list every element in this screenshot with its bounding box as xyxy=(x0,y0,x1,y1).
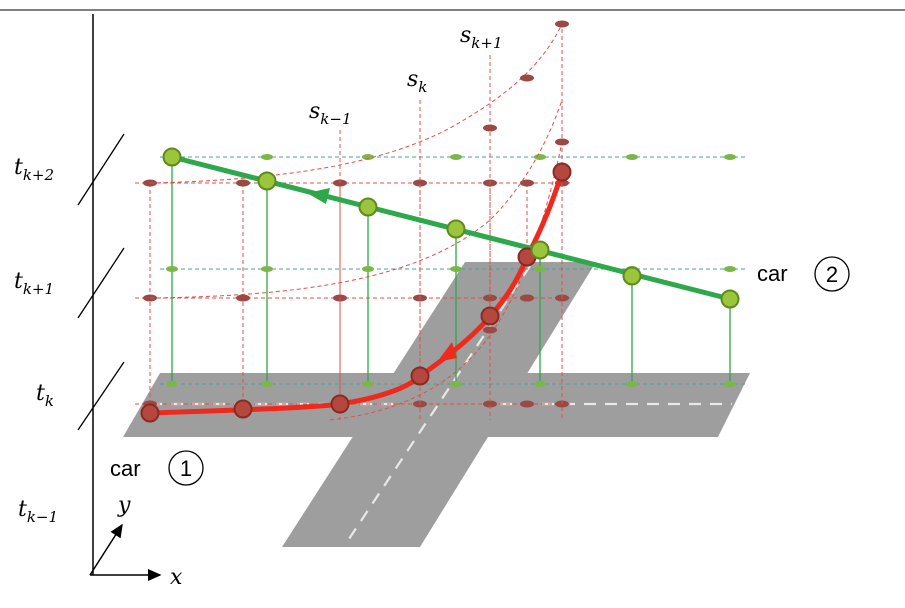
car2-node xyxy=(257,171,277,191)
car2-node xyxy=(162,147,182,167)
car2-node xyxy=(622,266,642,286)
green-grid-marker xyxy=(724,381,736,387)
car2-number: 2 xyxy=(826,262,838,287)
car2-node xyxy=(446,219,466,239)
green-grid-marker xyxy=(362,154,374,160)
time-label-k-plus-2: tk+2 xyxy=(14,155,54,184)
green-grid-marker xyxy=(724,154,736,160)
red-grid-marker xyxy=(520,179,534,187)
s-label-k: sk xyxy=(407,67,427,96)
car1-node xyxy=(233,399,253,419)
red-grid-marker xyxy=(483,326,497,334)
car1-node xyxy=(410,366,430,386)
green-grid-marker xyxy=(166,381,178,387)
y-axis-arrow xyxy=(89,523,123,576)
green-grid-marker xyxy=(450,266,462,272)
green-grid-marker xyxy=(261,381,273,387)
car2-direction-arrow xyxy=(307,188,330,204)
red-grid-marker xyxy=(520,400,534,408)
red-grid-marker xyxy=(236,294,250,302)
time-label-k-plus-1: tk+1 xyxy=(14,269,54,298)
car1-node xyxy=(552,162,572,182)
red-grid-marker xyxy=(483,294,497,302)
green-grid-marker xyxy=(724,266,736,272)
green-grid-marker xyxy=(626,381,638,387)
green-grid-marker xyxy=(261,266,273,272)
red-grid-marker xyxy=(483,400,497,408)
green-grid-marker xyxy=(450,154,462,160)
car1-number-circle xyxy=(168,450,204,486)
car1-node xyxy=(330,394,350,414)
red-grid-marker xyxy=(236,179,250,187)
car2-number-circle xyxy=(814,256,850,292)
car1-node xyxy=(140,403,160,423)
red-grid-marker xyxy=(555,20,569,28)
green-grid-marker xyxy=(450,381,462,387)
x-axis-label: x xyxy=(170,565,183,590)
red-future-curve xyxy=(329,141,563,421)
s-label-k-minus-1: sk−1 xyxy=(309,99,352,128)
time-level-marks xyxy=(77,133,125,431)
green-grid-marker xyxy=(166,266,178,272)
y-axis-label: y xyxy=(117,493,131,518)
car2-node xyxy=(720,289,740,309)
node-layer xyxy=(140,147,740,423)
car2-node xyxy=(358,197,378,217)
time-label-k-minus-1: tk−1 xyxy=(18,497,58,526)
green-grid-marker xyxy=(261,154,273,160)
green-grid-marker xyxy=(534,154,546,160)
car1-number: 1 xyxy=(180,456,192,481)
car1-node xyxy=(480,306,500,326)
car2-label: car xyxy=(757,261,788,286)
s-label-k-plus-1: sk+1 xyxy=(460,23,503,52)
time-label-k: tk xyxy=(36,381,54,410)
red-grid-marker xyxy=(483,124,497,132)
green-grid-marker xyxy=(534,266,546,272)
red-grid-marker xyxy=(520,74,534,82)
car1-label: car xyxy=(110,456,141,481)
car2-node xyxy=(530,240,550,260)
red-future-curve xyxy=(149,99,563,299)
red-grid-marker xyxy=(520,294,534,302)
red-grid-marker xyxy=(555,138,569,146)
green-grid-marker xyxy=(362,381,374,387)
road-center-dashes xyxy=(150,265,732,546)
green-grid-marker xyxy=(626,154,638,160)
red-grid-marker xyxy=(413,179,427,187)
green-grid-marker xyxy=(534,381,546,387)
green-grid-marker xyxy=(362,266,374,272)
car1-direction-arrow xyxy=(437,342,457,362)
